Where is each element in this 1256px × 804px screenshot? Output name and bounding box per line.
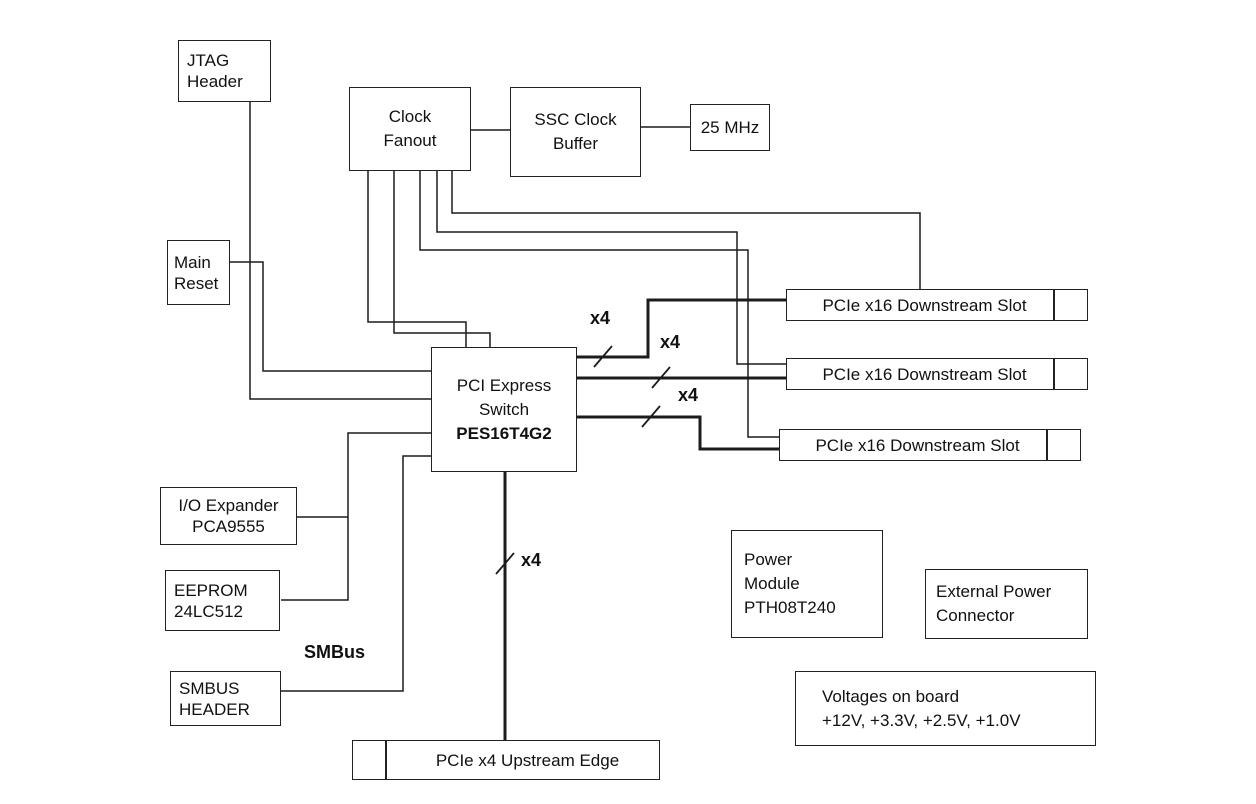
smbus-net-label: SMBus xyxy=(304,642,366,662)
io-expander-label-line2: PCA9555 xyxy=(192,517,265,536)
external-power-box: External Power Connector xyxy=(925,569,1088,639)
voltages-label-line1: Voltages on board xyxy=(822,686,960,706)
wire-clock-to-slot3 xyxy=(419,171,779,438)
bus-width-label-slot1: x4 xyxy=(590,308,611,328)
wire-jtag-to-switch xyxy=(249,102,431,400)
clock-fanout-label-line2: Fanout xyxy=(383,131,437,150)
smbus-header-label-line2: HEADER xyxy=(179,699,250,719)
power-module-box: Power Module PTH08T240 xyxy=(731,530,883,638)
main-reset-box: Main Reset xyxy=(167,240,230,305)
downstream-slot-2-label: PCIe x16 Downstream Slot xyxy=(822,364,1027,384)
downstream-slot-2-connector-key xyxy=(1054,358,1088,390)
io-expander-label-line1: I/O Expander xyxy=(178,496,279,515)
external-power-label-line2: Connector xyxy=(936,606,1015,625)
power-module-label-line2: Module xyxy=(744,574,800,593)
clock-25mhz-box: 25 MHz xyxy=(690,104,770,151)
clock-fanout-box: Clock Fanout xyxy=(349,87,471,171)
smbus-header-label-line1: SMBUS xyxy=(179,678,240,698)
voltages-box: Voltages on board +12V, +3.3V, +2.5V, +1… xyxy=(795,671,1096,746)
downstream-slot-1-connector-key xyxy=(1054,289,1088,321)
clock-25mhz-label: 25 MHz xyxy=(700,118,760,137)
pcie-switch-box: PCI Express Switch PES16T4G2 xyxy=(431,347,577,472)
external-power-label-line1: External Power xyxy=(936,582,1052,601)
downstream-slot-1-label: PCIe x16 Downstream Slot xyxy=(822,295,1027,315)
downstream-slot-3: PCIe x16 Downstream Slot xyxy=(779,429,1047,461)
bus-width-label-slot2: x4 xyxy=(660,332,681,352)
bus-width-label-upstream: x4 xyxy=(521,550,542,570)
upstream-edge-label: PCIe x4 Upstream Edge xyxy=(435,750,620,770)
downstream-slot-3-label: PCIe x16 Downstream Slot xyxy=(815,435,1020,455)
clock-fanout-label-line1: Clock xyxy=(388,107,432,126)
bus-width-slash-slot3 xyxy=(641,405,661,428)
wire-clock-to-switch-a xyxy=(367,171,467,347)
wire-mainreset-to-switch xyxy=(230,261,431,372)
main-reset-label-line1: Main xyxy=(174,252,211,272)
jtag-header-label-line2: Header xyxy=(187,72,243,91)
wire-clock-to-slot2 xyxy=(436,171,786,365)
power-module-label-line1: Power xyxy=(744,550,793,569)
power-module-part-number: PTH08T240 xyxy=(744,598,836,617)
bus-width-slash-slot2 xyxy=(651,366,671,389)
upstream-edge-connector-key xyxy=(352,740,386,780)
ssc-clock-buffer-label-line1: SSC Clock xyxy=(534,110,617,129)
pcie-switch-label-line2: Switch xyxy=(478,399,530,419)
bus-switch-to-slot3 xyxy=(577,415,779,451)
jtag-header-label-line1: JTAG xyxy=(187,51,230,70)
io-expander-box: I/O Expander PCA9555 xyxy=(160,487,297,545)
jtag-header-box: JTAG Header xyxy=(178,40,271,102)
downstream-slot-3-connector-key xyxy=(1047,429,1081,461)
bus-width-slash-slot1 xyxy=(593,345,613,368)
bus-switch-to-slot1 xyxy=(577,298,786,359)
ssc-clock-buffer-box: SSC Clock Buffer xyxy=(510,87,641,177)
eeprom-label-line1: EEPROM xyxy=(174,580,248,600)
voltages-label-line2: +12V, +3.3V, +2.5V, +1.0V xyxy=(822,710,1021,730)
main-reset-label-line2: Reset xyxy=(174,273,219,293)
bus-width-label-slot3: x4 xyxy=(678,385,699,405)
ssc-clock-buffer-label-line2: Buffer xyxy=(552,134,599,153)
smbus-header-box: SMBUS HEADER xyxy=(170,671,281,726)
eeprom-box: EEPROM 24LC512 xyxy=(165,570,280,631)
wire-smbusheader-to-switch xyxy=(281,455,431,692)
upstream-edge-box: PCIe x4 Upstream Edge xyxy=(386,740,660,780)
wire-clock-to-slot1 xyxy=(451,171,921,289)
wire-clock-to-switch-b xyxy=(393,171,491,347)
downstream-slot-2: PCIe x16 Downstream Slot xyxy=(786,358,1054,390)
bus-width-slash-upstream xyxy=(495,552,515,575)
pcie-switch-part-number: PES16T4G2 xyxy=(456,423,552,443)
downstream-slot-1: PCIe x16 Downstream Slot xyxy=(786,289,1054,321)
pcie-switch-label-line1: PCI Express xyxy=(456,375,552,395)
eeprom-label-line2: 24LC512 xyxy=(174,601,244,621)
